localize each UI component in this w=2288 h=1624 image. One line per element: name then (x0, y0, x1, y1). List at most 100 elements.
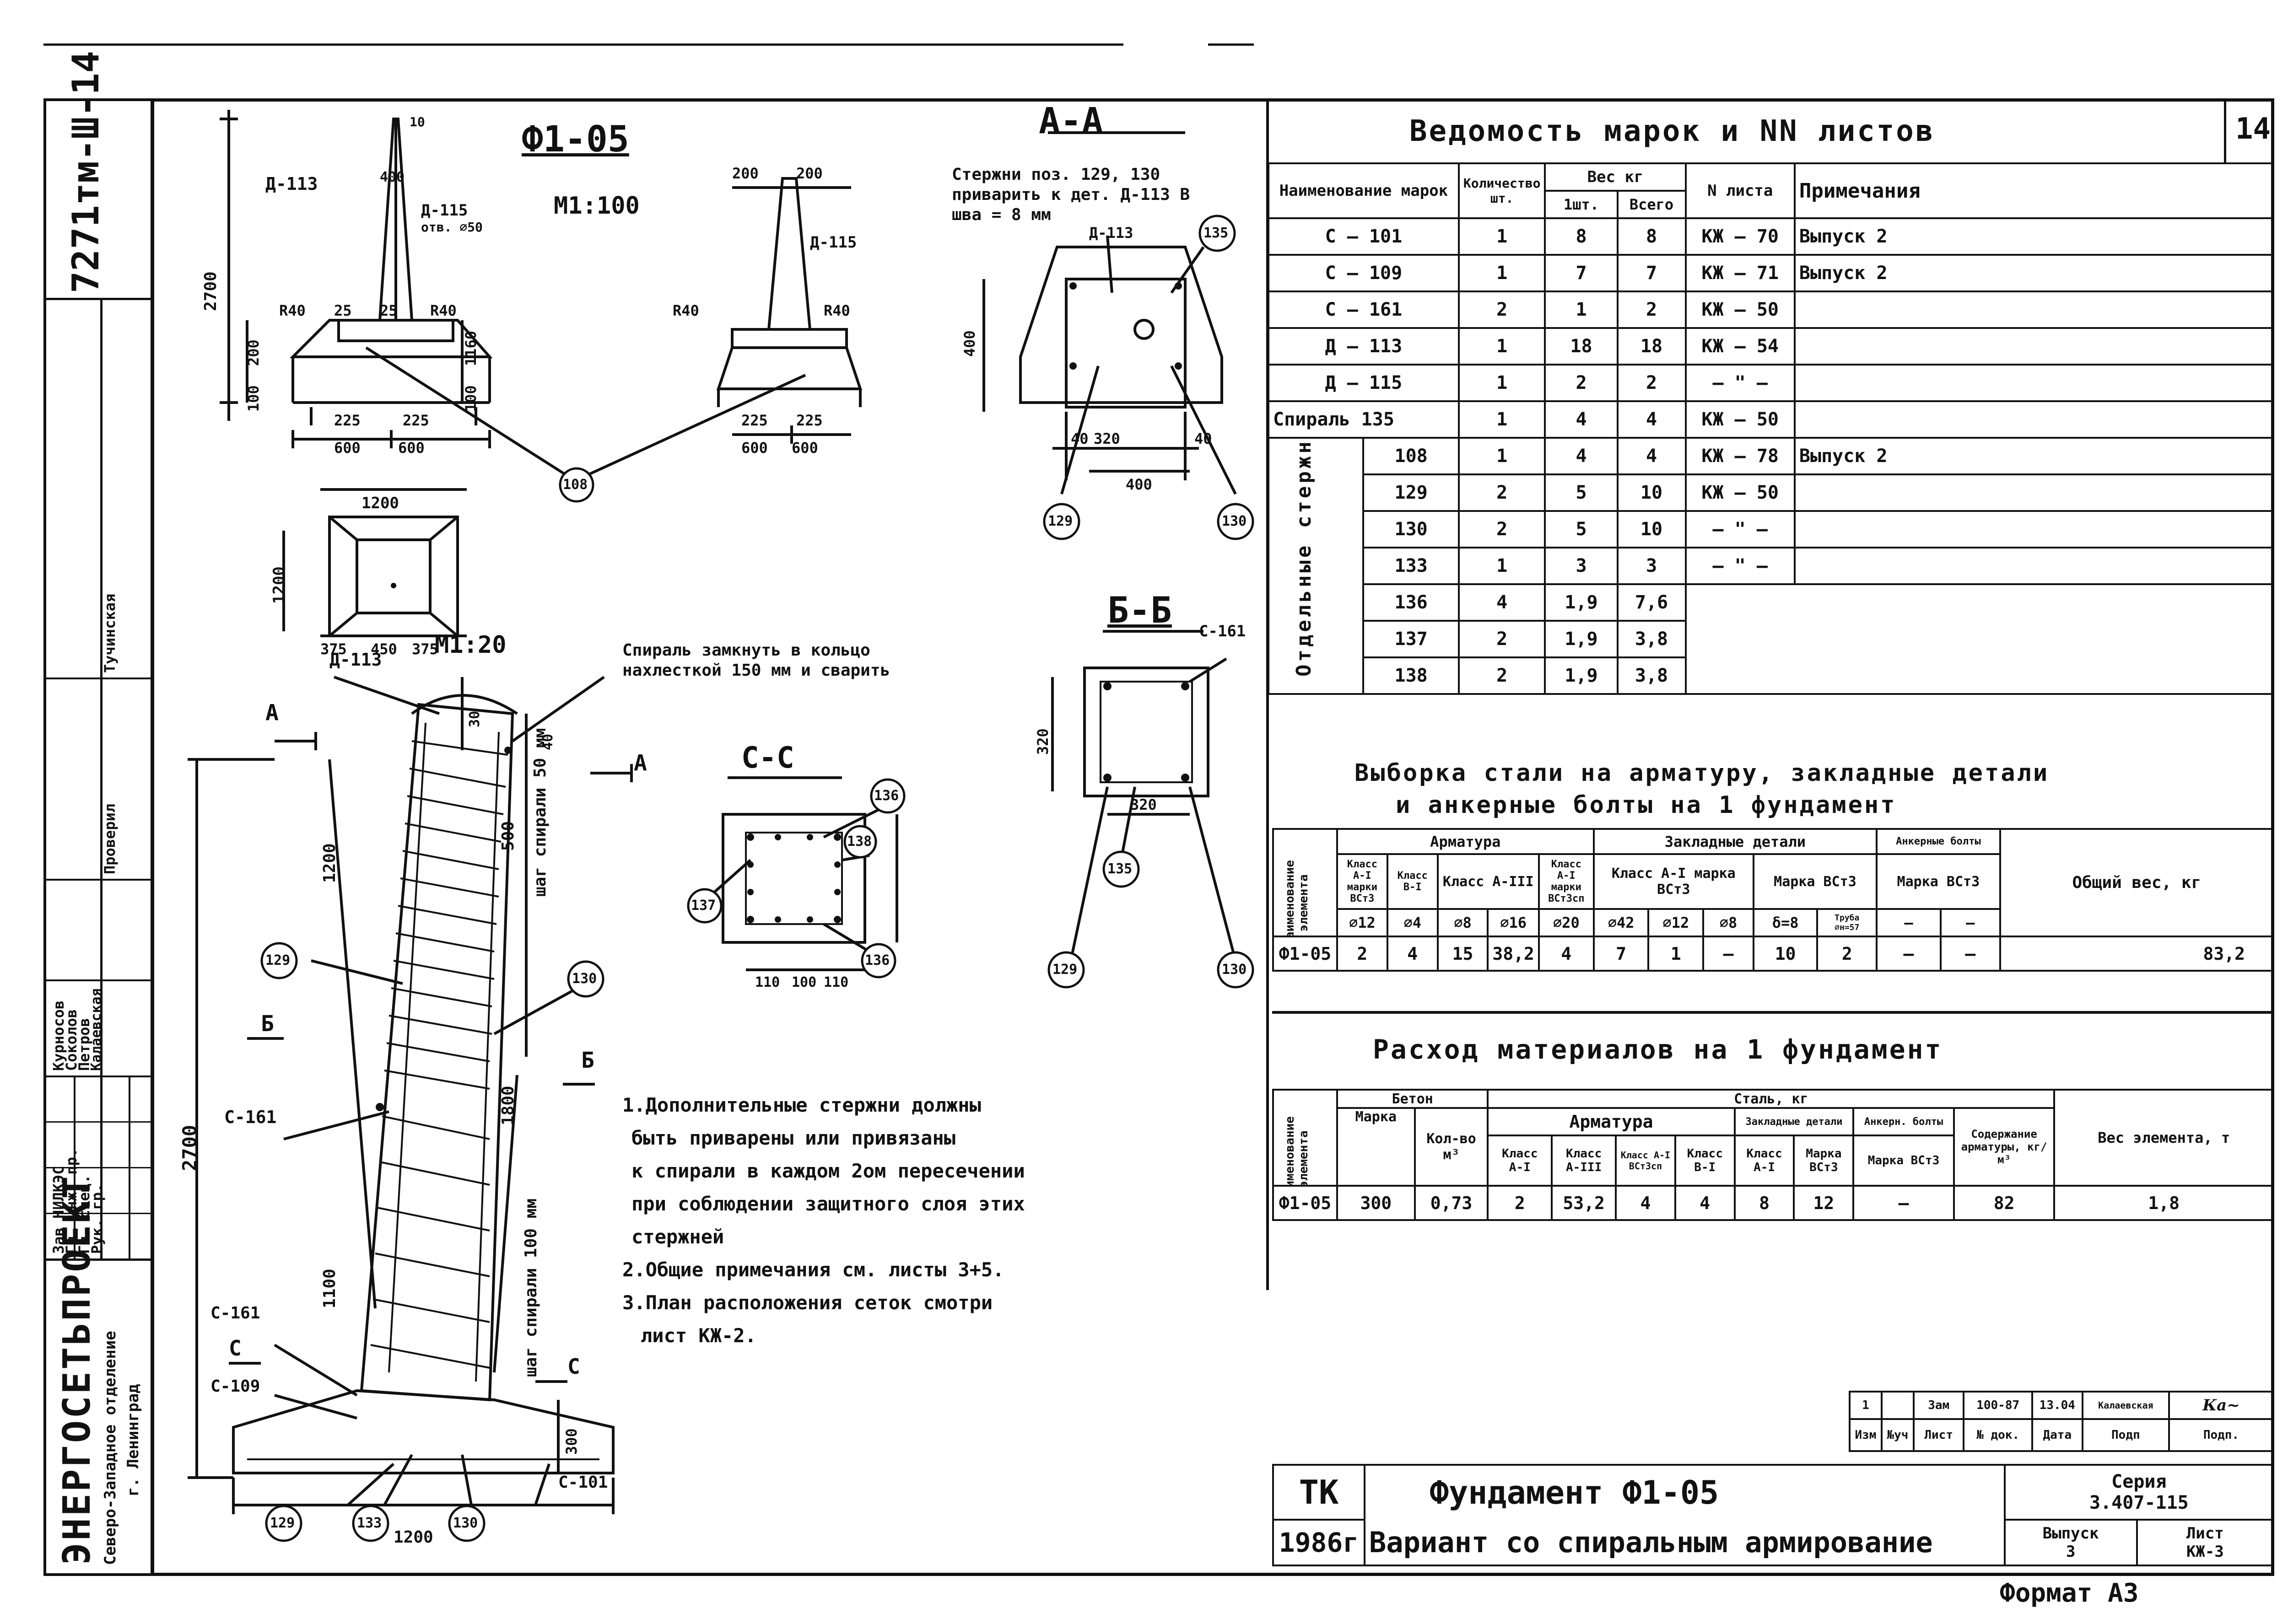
group-cell: Отдельные стержни (1267, 437, 1365, 695)
title-line-2: Вариант со спиральным армирование (1363, 1520, 2006, 1566)
cell-w1: 2 (1544, 364, 1619, 402)
cell-wt: 10 (1616, 473, 1687, 512)
table-row: Д — 113 1 18 18 КЖ — 54 (1268, 327, 2275, 366)
dim-40: 40 (1071, 430, 1089, 447)
cell-empty (1684, 621, 2274, 657)
aa-note: Стержни поз. 129, 130 приварить к дет. Д… (952, 165, 1190, 224)
mat-cls: Класс А-I (1487, 1135, 1553, 1187)
steel-cls: Класс А-I марки ВСт3 (1336, 853, 1388, 910)
scale-main: М1:100 (554, 192, 640, 220)
cell-name: С — 109 (1268, 254, 1460, 292)
mark-hole: отв. ∅50 (421, 220, 483, 235)
steel-diam: ∅20 (1538, 908, 1595, 937)
dim-200: 200 (796, 165, 823, 182)
rev-zam: Зам (1912, 1391, 1965, 1420)
note-line: лист КЖ-2. (641, 1324, 756, 1347)
dim-r40: R40 (430, 302, 457, 319)
dim-400: 400 (1126, 476, 1152, 493)
table-row: 136 4 1,9 7,6 (1268, 583, 2274, 622)
cell-wt: 2 (1616, 290, 1687, 329)
cell-val: — (1876, 936, 1942, 972)
cell-note (1793, 327, 2275, 366)
steel-total-head: Общий вес, кг (1999, 828, 2275, 937)
steel-arm-head: Арматура (1336, 828, 1595, 855)
steel-diam: — (1876, 908, 1942, 937)
cell-note: Выпуск 2 (1793, 437, 2275, 475)
mat-cls: Марка ВСт3 (1852, 1135, 1955, 1187)
col-sheet: N листа (1684, 162, 1796, 219)
note-line: 2.Общие примечания см. листы 3+5. (622, 1258, 1004, 1281)
table-row: Ф1-05 300 0,73 2 53,2 4 4 8 12 — 82 1,8 (1272, 1185, 2274, 1221)
mark-d115: Д-115 (810, 233, 857, 252)
dim-375: 375 (320, 640, 347, 658)
rev-sign: Ка~ (2168, 1391, 2275, 1420)
title-tk: ТК (1272, 1464, 1365, 1521)
dim-100b: 100 (462, 385, 480, 412)
table-row: 129 2 5 10 КЖ — 50 (1268, 473, 2275, 512)
material-title-rule (1272, 1011, 2274, 1014)
col-w-one: 1шт. (1544, 190, 1619, 219)
cell-wt: 7 (1616, 254, 1687, 292)
steel-diam: Труба ∅н=57 (1816, 908, 1878, 937)
steel-cls: Класс А-III (1436, 853, 1540, 910)
spiral-pitch-top: шаг спирали 50 мм (531, 728, 550, 897)
cell-wt: 8 (1616, 217, 1687, 256)
cell-qty: 1 (1457, 437, 1546, 475)
cell-name: 130 (1362, 510, 1460, 549)
cell-sheet: КЖ — 71 (1684, 254, 1796, 292)
steel-cls: Марка ВСт3 (1876, 853, 2001, 910)
dim-200: 200 (732, 165, 759, 182)
pos-136: 136 (874, 788, 899, 804)
rev-head: Изм (1849, 1418, 1883, 1452)
note-line: быть приварены или привязаны (631, 1127, 956, 1149)
col-name: Наименование марок (1268, 162, 1460, 219)
cell-sheet: КЖ — 70 (1684, 217, 1796, 256)
cell-val: 15 (1436, 936, 1489, 972)
material-table: Наименование элемента Бетон Сталь, кг Ве… (1272, 1089, 2274, 1221)
dim-2700: 2700 (178, 1124, 201, 1171)
rev-head: Подп (2081, 1418, 2170, 1452)
cell-w1: 1,9 (1544, 620, 1619, 658)
scale-detail: М1:20 (435, 631, 507, 659)
cell-val: 1 (1647, 936, 1705, 972)
cell-name: 137 (1362, 620, 1460, 658)
marker-c: С (567, 1354, 580, 1379)
top-rule-short (1208, 43, 1254, 46)
table-row: С — 109 1 7 7 КЖ — 71 Выпуск 2 (1268, 254, 2275, 292)
steel-diam: ∅8 (1702, 908, 1754, 937)
cell-wt: 3,8 (1616, 656, 1687, 695)
table-row: 133 1 3 3 — " — (1268, 547, 2275, 585)
table-row: Ф1-05 2 4 15 38,2 4 7 1 — 10 2 — — 83,2 (1272, 936, 2275, 972)
table-row: С — 161 2 1 2 КЖ — 50 (1268, 290, 2275, 329)
dim-1200: 1200 (270, 566, 288, 604)
title-series: Серия 3.407-115 (2003, 1464, 2275, 1521)
cell-sheet: — " — (1684, 547, 1796, 585)
cell-val: 2 (1816, 936, 1878, 972)
steel-diam: ∅12 (1647, 908, 1705, 937)
cell-sheet: КЖ — 54 (1684, 327, 1796, 366)
pos-130: 130 (1222, 962, 1247, 978)
dim-450: 450 (371, 640, 397, 658)
sheet-number: 14 (2235, 112, 2271, 146)
cell-w1: 5 (1544, 510, 1619, 549)
dim-100: 100 (792, 974, 817, 990)
steel-name-head-text: Наименование элемента (1283, 860, 1311, 936)
mat-content-head: Содержание арматуры, кг/м³ (1953, 1107, 2056, 1187)
name-label: Калаевская (88, 988, 104, 1071)
steel-diam: — (1939, 908, 2001, 937)
cell-val: 38,2 (1487, 936, 1540, 972)
cell-val: 10 (1752, 936, 1819, 972)
mark-d113: Д-113 (329, 650, 382, 670)
cell-name: 133 (1362, 547, 1460, 585)
cell-qty: 2 (1457, 290, 1546, 329)
mat-steel-head: Сталь, кг (1487, 1089, 2056, 1109)
steel-diam: ∅4 (1386, 908, 1439, 937)
dim-30: 30 (467, 710, 483, 727)
pos-130: 130 (453, 1515, 478, 1531)
title-year: 1986г (1272, 1519, 1365, 1566)
cell-name: Д — 115 (1268, 364, 1460, 402)
dim-600: 600 (398, 439, 425, 457)
cell-val: 7 (1592, 936, 1650, 972)
table-row: 137 2 1,9 3,8 (1268, 620, 2274, 658)
mat-cls: Класс А-III (1551, 1135, 1617, 1187)
